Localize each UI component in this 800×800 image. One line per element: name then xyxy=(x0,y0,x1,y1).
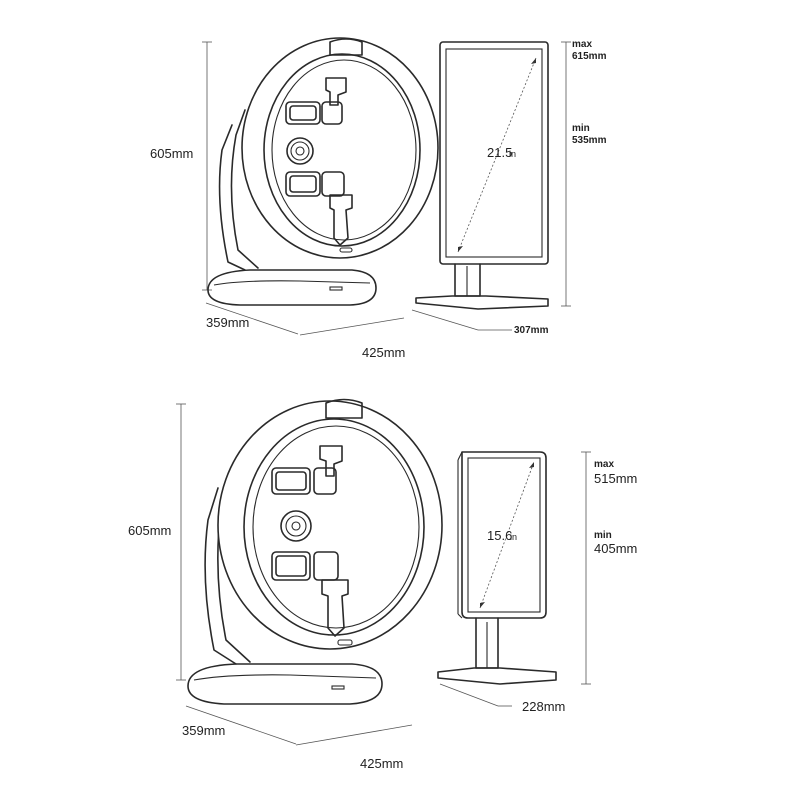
bottom-depth-dimension xyxy=(185,705,297,745)
bottom-monitor-max-value: 515mm xyxy=(594,471,637,486)
top-width-dimension xyxy=(299,317,405,336)
bottom-height-dimension xyxy=(176,403,186,681)
top-monitor-min-value: 535mm xyxy=(572,135,607,146)
bottom-monitor-min-label: min xyxy=(594,530,612,541)
top-monitor-depth-dimension xyxy=(411,309,512,331)
top-device-depth-label: 359mm xyxy=(206,315,249,330)
top-height-dimension xyxy=(202,41,212,291)
bottom-monitor-depth-dimension xyxy=(439,683,512,707)
top-monitor-max-value: 615mm xyxy=(572,51,607,62)
bottom-device-width-label: 425mm xyxy=(360,756,403,771)
top-monitor-min-label: min xyxy=(572,123,590,134)
top-monitor-depth-label: 307mm xyxy=(514,325,549,336)
bottom-monitor-depth-label: 228mm xyxy=(522,699,565,714)
bottom-monitor-min-value: 405mm xyxy=(594,541,637,556)
bottom-width-dimension xyxy=(295,724,413,746)
bottom-skin-analyzer xyxy=(187,398,443,705)
top-monitor-height-dimension xyxy=(561,41,571,307)
bottom-monitor-max-label: max xyxy=(594,459,614,470)
top-skin-analyzer xyxy=(207,37,439,306)
bottom-monitor-height-dimension xyxy=(581,451,591,685)
bottom-setup: 605mm xyxy=(128,398,637,771)
top-device-width-label: 425mm xyxy=(362,345,405,360)
top-screen-size-unit: in xyxy=(509,149,516,159)
top-monitor xyxy=(415,41,549,310)
bottom-screen-size-unit: in xyxy=(510,532,517,542)
top-depth-dimension xyxy=(205,302,299,335)
top-setup: 605mm xyxy=(150,37,607,360)
top-screen-size-number: 21.5 xyxy=(487,145,512,160)
top-device-height-label: 605mm xyxy=(150,146,193,161)
bottom-device-depth-label: 359mm xyxy=(182,723,225,738)
bottom-device-height-label: 605mm xyxy=(128,523,171,538)
top-monitor-max-label: max xyxy=(572,39,592,50)
bottom-monitor xyxy=(437,451,557,685)
bottom-screen-size-number: 15.6 xyxy=(487,528,512,543)
